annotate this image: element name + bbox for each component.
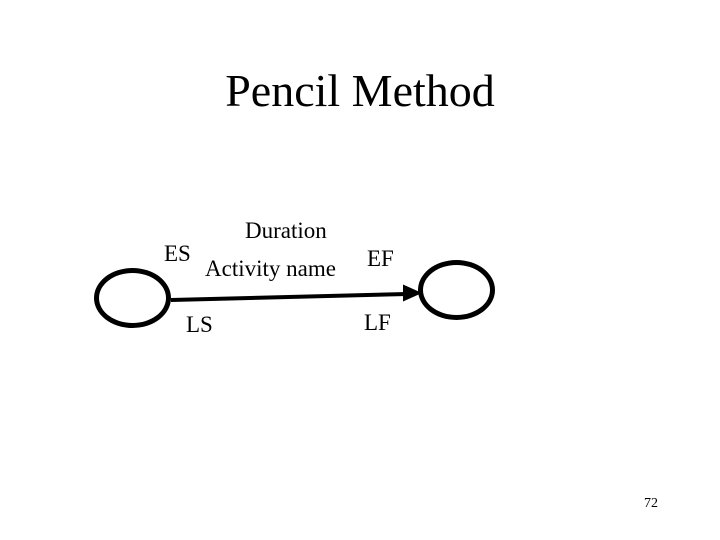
right-event-node (418, 260, 495, 320)
early-finish-label: EF (367, 246, 394, 271)
page-number: 72 (644, 496, 658, 511)
slide-title: Pencil Method (225, 65, 495, 116)
early-start-label: ES (164, 241, 191, 266)
activity-name-label: Activity name (205, 256, 336, 281)
duration-label: Duration (245, 218, 327, 243)
late-start-label: LS (186, 312, 213, 337)
late-finish-label: LF (364, 310, 391, 335)
left-event-node (94, 268, 171, 328)
